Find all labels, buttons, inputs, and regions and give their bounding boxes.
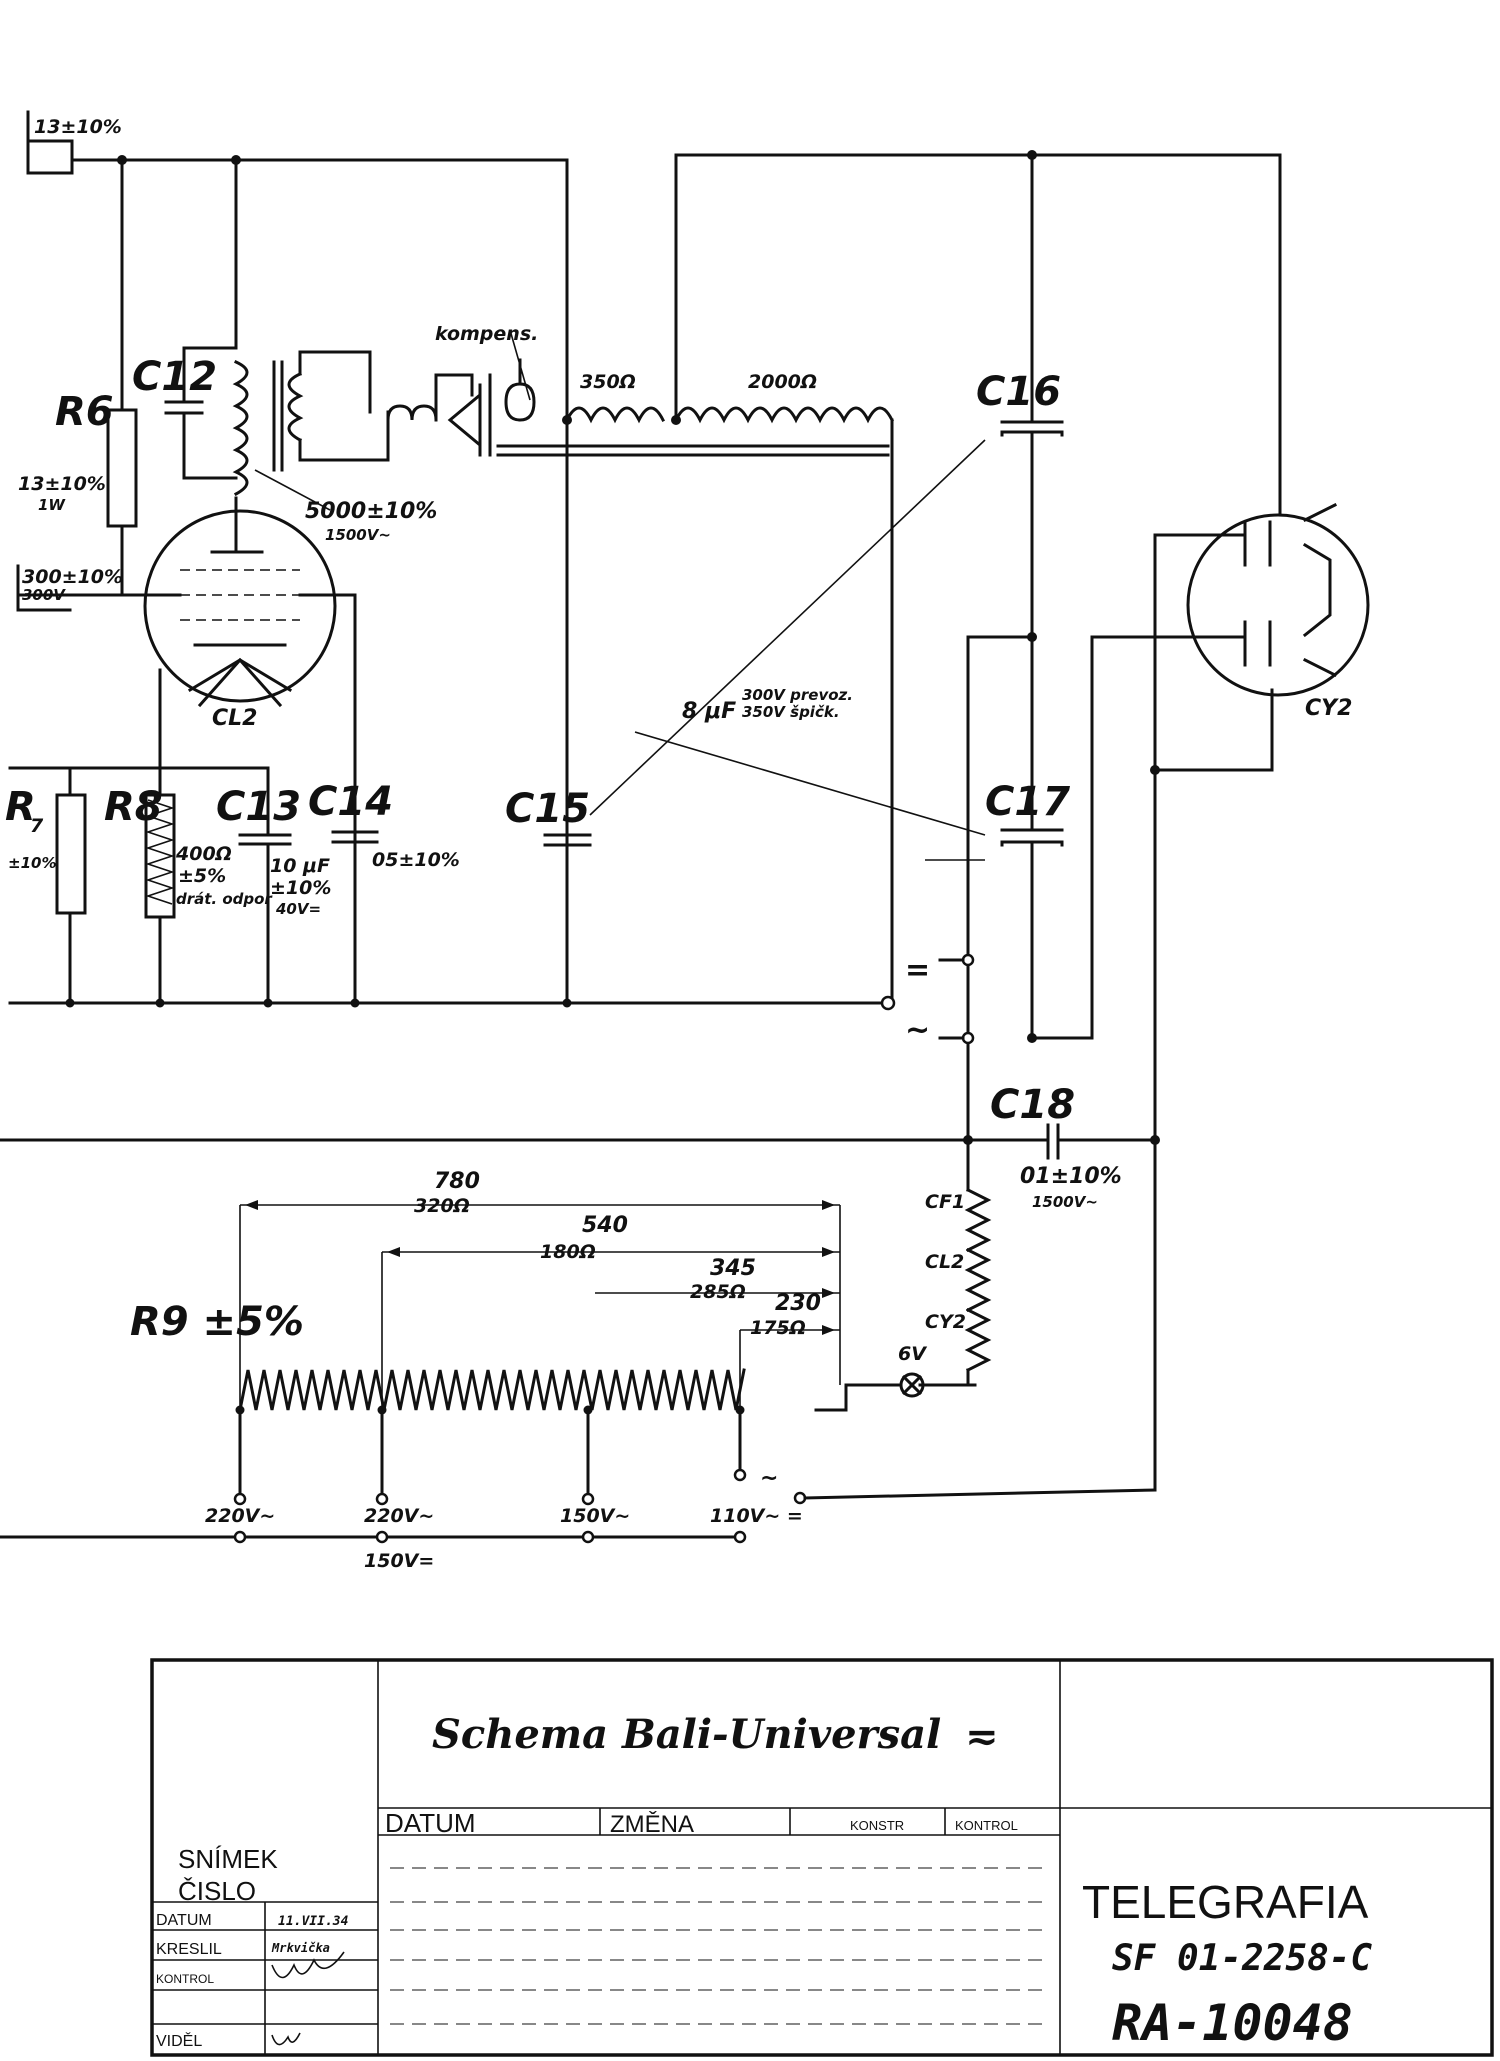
col-konstr-label: KONSTR — [850, 1818, 904, 1833]
drawing-title-symbol: ≂ — [965, 1713, 999, 1760]
heater-cy2-label: CY2 — [925, 1311, 966, 1333]
cathode-network: R 7 ±10% R8 400Ω ±5% drát. odpor C13 10 … — [5, 766, 460, 1005]
c18-label: C18 — [990, 1082, 1075, 1128]
r8-tolerance-label: ±5% — [178, 865, 226, 887]
grid-resistor-value-label: 300±10% — [22, 566, 123, 588]
kontrol-left-label: KONTROL — [156, 1972, 214, 1986]
field-coils: 350Ω 2000Ω — [496, 153, 1282, 1002]
videl-signature — [271, 2032, 301, 2046]
r6-top-block: 13±10% — [26, 110, 122, 175]
c18-capacitor: C18 01±10% 1500V~ — [0, 1082, 1160, 1211]
filter-capacitor-value-label: 8 μF — [682, 699, 736, 724]
drawing-title: Schema Bali-Universal — [432, 1711, 941, 1758]
kontrol-signature — [271, 1951, 345, 1979]
r7-value-label: ±10% — [8, 854, 56, 872]
c18-value-label: 01±10% — [1020, 1164, 1122, 1189]
col-datum-label: DATUM — [385, 1808, 476, 1838]
ground-rail — [8, 995, 896, 1011]
tap-220dc-label: 220V~ — [364, 1505, 434, 1527]
ac-mark-label: ~ — [760, 1466, 778, 1491]
c17-label: C17 — [985, 779, 1070, 825]
cl2-tube-label: CL2 — [212, 706, 257, 731]
cy2-rectifier-tube: CY2 — [1093, 153, 1370, 1492]
videl-label: VIDĚL — [156, 2031, 202, 2050]
cl2-tube: CL2 — [143, 509, 357, 1005]
r9-divider: R9 ±5% 780 320Ω 540 180Ω 345 285Ω 230 17… — [130, 1169, 848, 1412]
output-transformer: 5000±10% 1500V~ — [232, 350, 437, 550]
dc-symbol-label: = — [905, 953, 930, 988]
heater-chain: CF1 CL2 CY2 6V — [844, 1138, 992, 1398]
filter-capacitor-note: 8 μF 300V prevoz. 350V špičk. — [589, 439, 986, 861]
c13-label: C13 — [216, 784, 301, 830]
r6-power-label: 1W — [38, 496, 66, 514]
c14-label: C14 — [308, 779, 393, 825]
tap-220ac-label: 220V~ — [205, 1505, 275, 1527]
mains-terminals: = ~ — [905, 953, 975, 1048]
field-coil-1-label: 350Ω — [580, 371, 636, 393]
r6-resistor: R6 13±10% 1W — [18, 389, 138, 597]
r6-top-value-label: 13±10% — [34, 116, 122, 138]
divider-1-total-label: 780 — [434, 1169, 480, 1194]
tap-150ac-label: 150V~ — [560, 1505, 630, 1527]
filter-capacitor-note-line1: 300V prevoz. — [742, 686, 853, 704]
r7-name-label: R — [5, 784, 36, 830]
datum-left-label: DATUM — [156, 1912, 212, 1929]
divider-4-resist-label: 175Ω — [750, 1317, 806, 1339]
heater-cf1-label: CF1 — [925, 1191, 965, 1213]
c12-label: C12 — [132, 354, 217, 400]
tap-150dc-label: 150V= — [364, 1550, 434, 1572]
c15-capacitor: C15 — [505, 786, 592, 847]
divider-1-resist-label: 320Ω — [414, 1195, 470, 1217]
r8-name-label: R8 — [104, 784, 163, 830]
grid-resistor-block: 300±10% 300V~ — [16, 564, 162, 612]
r8-value-label: 400Ω — [175, 843, 232, 865]
filter-capacitor-note-line2: 350V špičk. — [742, 703, 840, 721]
company-name: TELEGRAFIA — [1082, 1876, 1369, 1928]
svg-text:7: 7 — [30, 815, 44, 837]
drawing-number: RA-10048 — [1112, 1994, 1353, 2052]
pilot-lamp-label: 6V — [898, 1343, 927, 1365]
col-kontrol-label: KONTROL — [955, 1818, 1018, 1833]
kreslil-value: Mrkvička — [271, 1941, 330, 1955]
r9-name-label: R9 ±5% — [130, 1299, 304, 1345]
c15-label: C15 — [505, 786, 590, 832]
cy2-tube-label: CY2 — [1305, 696, 1352, 721]
voltage-taps: ~ 220V~ 220V~ 150V~ 110V~ = 150V= — [0, 1405, 1157, 1572]
speaker: kompens. — [386, 323, 538, 457]
transformer-value-label: 5000±10% — [305, 499, 437, 524]
divider-3-resist-label: 285Ω — [690, 1281, 746, 1303]
c18-voltage-label: 1500V~ — [1032, 1193, 1098, 1211]
bplus-rail — [70, 155, 569, 1005]
r8-type-label: drát. odpor — [176, 890, 273, 908]
c13-tolerance-label: ±10% — [270, 877, 331, 899]
c14-value-label: 05±10% — [372, 849, 460, 871]
divider-4-total-label: 230 — [775, 1291, 821, 1316]
heater-cl2-label: CL2 — [925, 1251, 964, 1273]
transformer-voltage-label: 1500V~ — [325, 526, 391, 544]
c13-voltage-label: 40V= — [275, 900, 321, 918]
divider-2-resist-label: 180Ω — [540, 1241, 596, 1263]
snimek-label: SNÍMEK — [178, 1844, 278, 1874]
col-zmena-label: ZMĚNA — [610, 1811, 694, 1838]
field-coil-2-label: 2000Ω — [748, 371, 817, 393]
filter-capacitors: C16 C17 — [966, 150, 1094, 1127]
r6-name-label: R6 — [55, 389, 114, 435]
grid-resistor-power-label: 300V~ — [22, 586, 78, 604]
c16-label: C16 — [976, 369, 1061, 415]
datum-left-value: 11.VII.34 — [278, 1914, 349, 1929]
tap-110-label: 110V~ = — [710, 1505, 803, 1527]
r6-value-label: 13±10% — [18, 473, 106, 495]
c13-value-label: 10 μF — [270, 855, 330, 877]
divider-2-total-label: 540 — [582, 1213, 628, 1238]
title-block: Schema Bali-Universal ≂ SNÍMEK ČISLO DAT… — [150, 1658, 1494, 2057]
speaker-kompens-label: kompens. — [435, 323, 538, 345]
cislo-label: ČISLO — [178, 1876, 256, 1906]
divider-3-total-label: 345 — [710, 1256, 756, 1281]
ac-symbol-label: ~ — [905, 1013, 930, 1048]
c12-capacitor: C12 — [132, 346, 238, 480]
kreslil-label: KRESLIL — [156, 1941, 222, 1958]
document-number: SF 01-2258-C — [1112, 1938, 1372, 1979]
